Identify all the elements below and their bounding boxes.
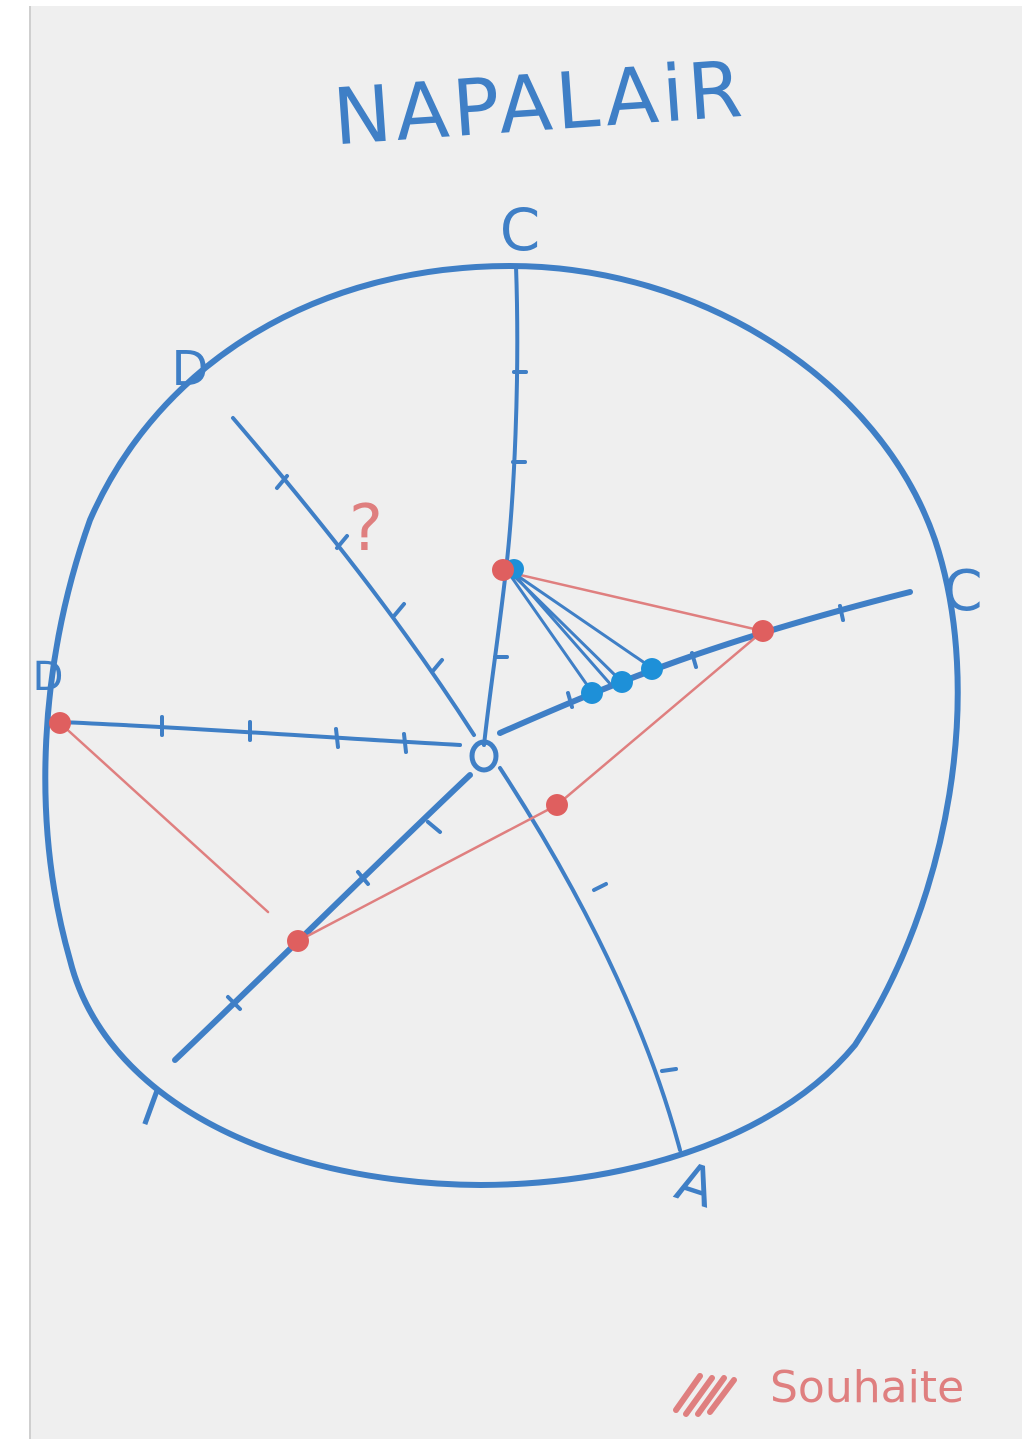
axis-top (482, 264, 520, 747)
current-dots (504, 559, 663, 704)
axis-right (497, 589, 913, 736)
wish-dot (546, 794, 568, 816)
axis-ticks (160, 370, 845, 1073)
axis-label-upper-left: D (172, 341, 209, 397)
center-origin (469, 739, 499, 773)
wish-dot (49, 712, 71, 734)
axis-bottom-left (172, 772, 473, 1063)
pink-hatch-icon (673, 1373, 737, 1417)
current-dot (641, 658, 663, 680)
axis-bottom (498, 766, 682, 1152)
legend-label: Souhaite (770, 1362, 964, 1413)
axis-label-right: C (943, 559, 982, 624)
outer-boundary (42, 263, 961, 1188)
wish-profile (58, 569, 765, 943)
axis-label-top: C (500, 196, 541, 264)
wish-dot (287, 930, 309, 952)
axis-label-left: D (33, 654, 64, 700)
wish-dot (752, 620, 774, 642)
axis-upper-left (231, 416, 476, 737)
wish-dot (492, 559, 514, 581)
current-dot (611, 671, 633, 693)
question-mark: ? (349, 492, 383, 566)
wish-dots (49, 559, 774, 952)
axis-left (58, 720, 462, 747)
current-dot (581, 682, 603, 704)
legend: Souhaite (673, 1362, 964, 1417)
fan-lines (506, 570, 654, 694)
